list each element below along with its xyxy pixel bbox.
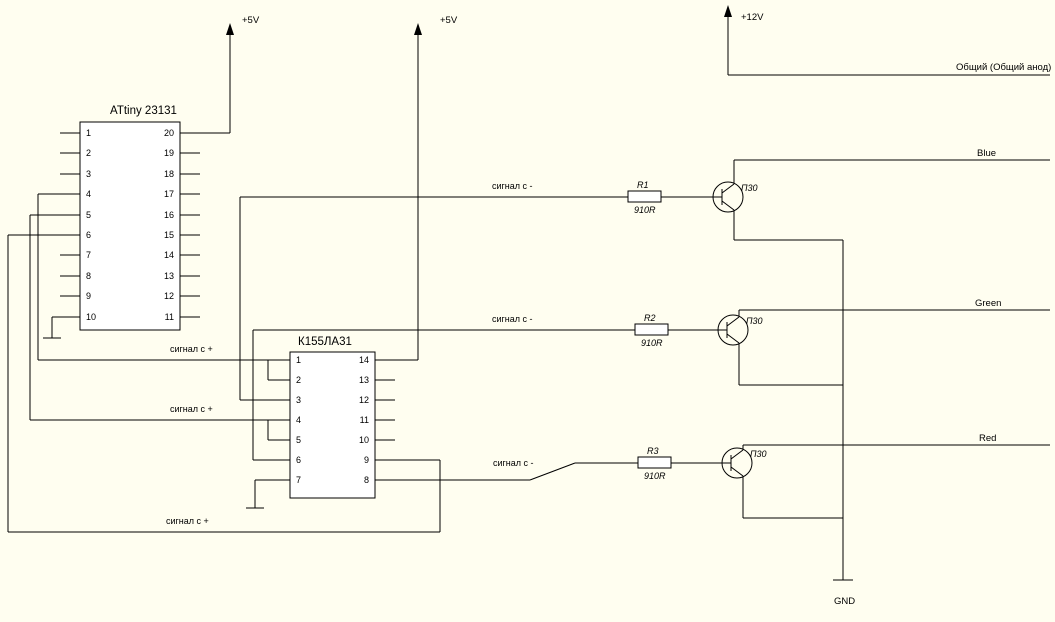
signal-plus-label-3: сигнал с + [166,516,209,526]
resistor-name: R1 [637,180,649,190]
net-label-green: Green [975,298,1001,309]
attiny-pin: 11 [165,312,174,322]
signal-plus-wires: сигнал с + сигнал с + сигнал с + [7,194,441,533]
transistor-name: П30 [741,183,758,193]
attiny-pin: 9 [86,291,91,301]
power-rail-5v-1: +5V [226,15,260,133]
k155la3-pin: 14 [359,355,369,365]
attiny-pin: 2 [86,148,91,158]
resistor-name: R3 [647,446,659,456]
k155la3-pin: 12 [359,395,369,405]
transistor-3: П30 [721,447,767,479]
power-arrow-icon [414,23,422,35]
resistor-value: 910R [644,471,666,481]
attiny-pin: 7 [86,250,91,260]
attiny-pin: 16 [164,210,174,220]
ground-icon [246,480,264,509]
k155la3-pin: 9 [364,455,369,465]
attiny-pin: 1 [86,128,91,138]
attiny-body [79,121,181,331]
resistor-r1: R1 910R [627,180,662,215]
common-anode-label: Общий (Общий анод) [956,62,1051,73]
attiny-pin: 19 [164,148,174,158]
attiny-pin: 10 [86,312,96,322]
power-arrow-icon [724,5,732,17]
power-label-5v-1: +5V [242,15,260,26]
attiny-pin: 8 [86,271,91,281]
power-label-5v-2: +5V [440,15,458,26]
signal-plus-label-2: сигнал с + [170,404,213,414]
attiny-pin: 13 [164,271,174,281]
attiny-pin: 18 [164,169,174,179]
resistor-symbol [637,456,672,469]
blue-channel: сигнал с - R1 910R П30 Blue [239,148,1050,400]
green-channel: сигнал с - R2 910R П30 Green [252,298,1050,460]
resistor-symbol [627,190,662,203]
power-rail-5v-2: +5V [414,15,458,360]
k155la3-ic: К155ЛА31 1 2 3 4 5 6 7 14 13 12 11 10 [240,336,440,509]
attiny-pin: 12 [164,291,174,301]
resistor-r3: R3 910R [637,446,672,481]
resistor-name: R2 [644,313,656,323]
k155la3-pin: 1 [296,355,301,365]
k155la3-pin: 3 [296,395,301,405]
k155la3-pin: 6 [296,455,301,465]
k155la3-title: К155ЛА31 [298,336,352,348]
signal-minus-label-blue: сигнал с - [492,181,533,191]
net-label-gnd: GND [834,596,855,607]
power-label-12v: +12V [741,12,764,23]
attiny-title: ATtiny 23131 [110,105,177,117]
attiny-ic: ATtiny 23131 1 2 3 4 5 6 7 8 9 10 [8,105,230,339]
ground-icon [43,317,61,339]
k155la3-pin: 10 [359,435,369,445]
k155la3-pin: 7 [296,475,301,485]
attiny-pin: 17 [164,189,174,199]
resistor-value: 910R [641,338,663,348]
transistor-2: П30 [717,314,763,346]
k155la3-pin: 8 [364,475,369,485]
power-arrow-icon [226,23,234,35]
resistor-value: 910R [634,205,656,215]
net-label-red: Red [979,433,996,444]
attiny-pin: 5 [86,210,91,220]
attiny-pin: 14 [164,250,174,260]
k155la3-pin: 5 [296,435,301,445]
net-label-blue: Blue [977,148,996,159]
k155la3-pin: 4 [296,415,301,425]
gnd-bus: GND [833,240,855,607]
red-channel: сигнал с - R3 910R П30 Red [395,433,1050,519]
transistor-1: П30 [712,181,758,213]
attiny-pin: 3 [86,169,91,179]
attiny-pin: 15 [164,230,174,240]
signal-plus-label-1: сигнал с + [170,344,213,354]
resistor-symbol [634,323,669,336]
k155la3-pin: 2 [296,375,301,385]
attiny-pin: 6 [86,230,91,240]
k155la3-pin: 13 [359,375,369,385]
transistor-name: П30 [746,316,763,326]
resistor-r2: R2 910R [634,313,669,348]
k155la3-body [289,351,376,499]
power-rail-12v: +12V Общий (Общий анод) [724,5,1051,76]
transistor-name: П30 [750,449,767,459]
k155la3-pin: 11 [360,415,369,425]
signal-minus-label-red: сигнал с - [493,458,534,468]
attiny-pin: 4 [86,189,91,199]
attiny-pin: 20 [164,128,174,138]
signal-minus-label-green: сигнал с - [492,314,533,324]
